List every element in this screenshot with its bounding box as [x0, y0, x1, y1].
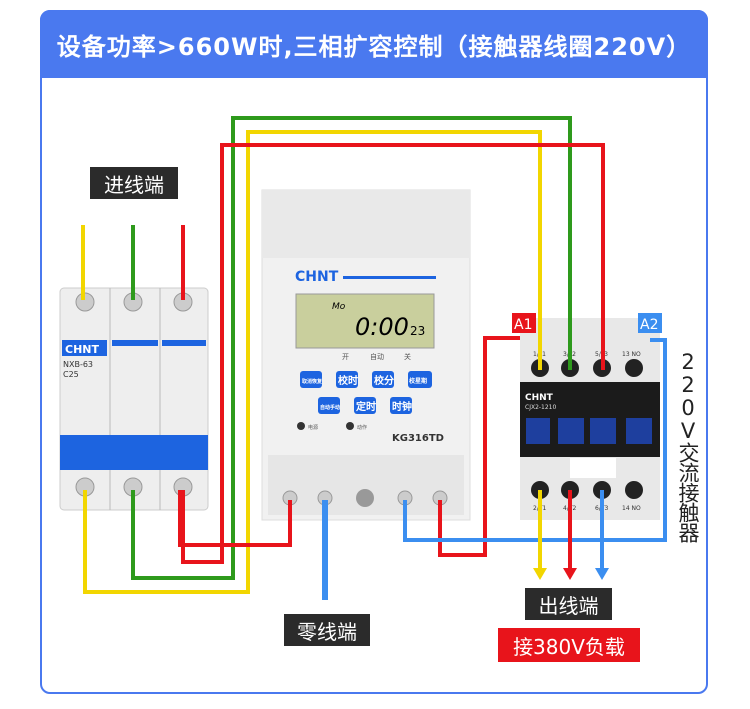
load-label: 接380V负载: [498, 628, 640, 662]
label-text: A1: [514, 317, 532, 333]
cancel-restore-button[interactable]: [300, 371, 322, 388]
label-text: 取消恢复: [302, 378, 323, 385]
label-text: 校分: [374, 374, 394, 387]
lcd-seconds: 23: [410, 324, 425, 338]
label-text: A2: [640, 317, 658, 333]
timer-model: KG316TD: [392, 433, 444, 444]
label-text: 开: [342, 353, 349, 361]
label-text: 时钟: [392, 400, 412, 413]
wires: [81, 116, 667, 600]
breaker-rating: C25: [63, 370, 79, 379]
set-minute-button[interactable]: [372, 371, 394, 388]
label-text: 自动: [370, 352, 384, 361]
circuit-breaker: CHNT NXB-63 C25: [59, 287, 209, 511]
neutral-label: 零线端: [284, 614, 370, 646]
page-title: 设备功率>660W时,三相扩容控制（接触器线圈220V）: [40, 10, 708, 78]
input-label: 进线端: [90, 167, 178, 199]
clock-button[interactable]: [390, 397, 412, 414]
timer-brand: CHNT: [295, 269, 339, 285]
breaker-brand: CHNT: [65, 343, 99, 356]
label-text: 14 NO: [622, 505, 641, 512]
lcd-day: Mo: [332, 302, 346, 312]
lcd-time: 0:00: [355, 313, 409, 341]
timer-set-button[interactable]: [354, 397, 376, 414]
breaker-model: NXB-63: [63, 360, 93, 369]
label-text: 定时: [356, 400, 376, 413]
label-text: CJX2-1210: [525, 404, 557, 411]
set-hour-button[interactable]: [336, 371, 358, 388]
label-text: 关: [404, 352, 411, 361]
label-text: 自动手动: [320, 404, 340, 411]
contactor-description: 220V交流接触器: [676, 350, 700, 542]
time-switch: CHNT Mo 0:00 23 开 自动 关 取消恢复 校时 校分 校星期 自动…: [261, 189, 471, 521]
label-text: 动作: [357, 424, 367, 431]
label-text: 13 NO: [622, 351, 641, 358]
output-label: 出线端: [525, 588, 612, 620]
label-text: 电源: [308, 424, 318, 431]
auto-manual-button[interactable]: [318, 397, 340, 414]
label-text: CHNT: [525, 393, 554, 403]
label-text: 校星期: [409, 377, 427, 385]
label-text: 校时: [338, 374, 358, 387]
set-week-button[interactable]: [408, 371, 432, 388]
